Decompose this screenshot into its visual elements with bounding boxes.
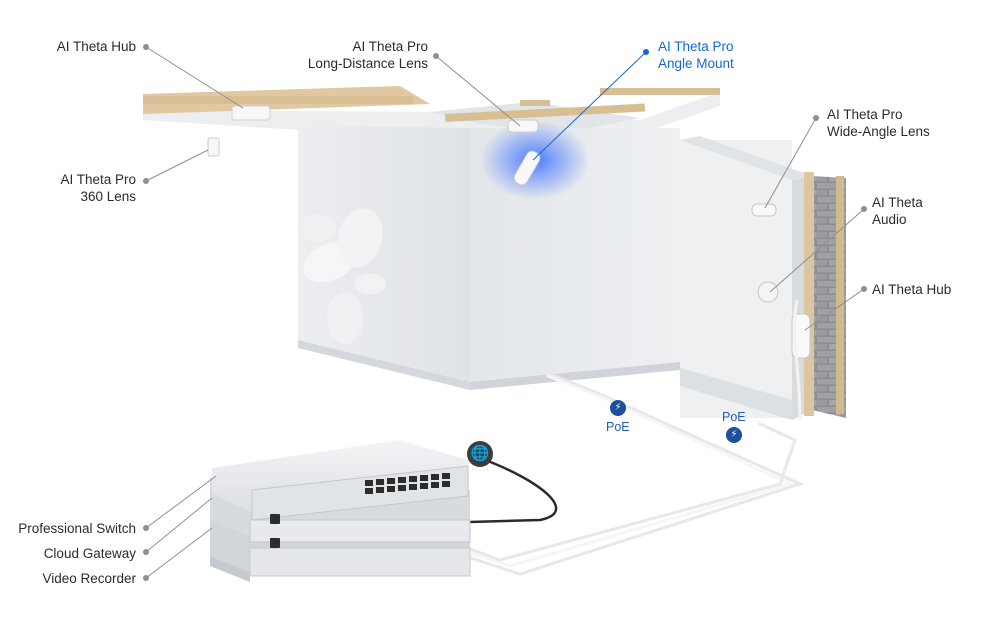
label-360-lens: AI Theta Pro 360 Lens	[20, 171, 136, 205]
label-wide-angle-line2: Wide-Angle Lens	[827, 124, 930, 139]
label-gateway-text: Cloud Gateway	[43, 546, 136, 561]
label-recorder-text: Video Recorder	[42, 571, 136, 586]
ceiling	[143, 86, 720, 134]
label-360-lens-line1: AI Theta Pro	[60, 172, 136, 187]
label-hub-right-text: AI Theta Hub	[872, 282, 952, 297]
dot-audio	[861, 206, 867, 212]
label-360-lens-line2: 360 Lens	[80, 189, 136, 204]
label-angle-mount-line1: AI Theta Pro	[658, 39, 734, 54]
poe-label-center: PoE	[606, 420, 630, 434]
label-switch-text: Professional Switch	[18, 521, 136, 536]
label-long-distance: AI Theta Pro Long-Distance Lens	[260, 38, 428, 72]
camera-360-lens	[207, 137, 220, 157]
label-wide-angle-line1: AI Theta Pro	[827, 107, 903, 122]
dot-hub-right	[861, 286, 867, 292]
label-long-distance-line2: Long-Distance Lens	[307, 56, 428, 71]
audio-device	[757, 281, 779, 303]
network-rack	[210, 440, 471, 582]
leader-dots	[143, 44, 867, 581]
dot-gateway	[143, 549, 149, 555]
label-long-distance-line1: AI Theta Pro	[352, 39, 428, 54]
dot-switch	[143, 525, 149, 531]
label-angle-mount-line2: Angle Mount	[658, 56, 734, 71]
devices-on-walls	[207, 105, 811, 421]
label-switch: Professional Switch	[4, 520, 136, 537]
label-wide-angle: AI Theta Pro Wide-Angle Lens	[827, 106, 977, 140]
dot-hub-top	[143, 44, 149, 50]
plant	[300, 208, 386, 344]
dot-wide-angle	[813, 115, 819, 121]
label-audio-line1: AI Theta	[872, 195, 923, 210]
poe-bolt-icon-center: ⚡	[610, 400, 626, 416]
label-angle-mount: AI Theta Pro Angle Mount	[658, 38, 778, 72]
poe-label-right: PoE	[722, 410, 746, 424]
label-audio: AI Theta Audio	[872, 194, 982, 228]
dot-long-distance	[433, 53, 439, 59]
dot-angle-mount	[643, 49, 649, 55]
poe-bolt-icon-right: ⚡	[726, 427, 742, 443]
camera-wide-angle	[751, 203, 777, 217]
globe-icon: 🌐	[467, 441, 493, 467]
dot-360-lens	[143, 178, 149, 184]
label-gateway: Cloud Gateway	[4, 545, 136, 562]
label-recorder: Video Recorder	[4, 570, 136, 587]
leader-lines	[145, 46, 865, 579]
dot-recorder	[143, 575, 149, 581]
label-hub-right: AI Theta Hub	[872, 281, 982, 298]
label-hub-top: AI Theta Hub	[20, 38, 136, 55]
hub-device-ceiling	[231, 105, 271, 121]
label-hub-top-text: AI Theta Hub	[56, 39, 136, 54]
label-audio-line2: Audio	[872, 212, 907, 227]
camera-long-distance	[507, 119, 539, 133]
